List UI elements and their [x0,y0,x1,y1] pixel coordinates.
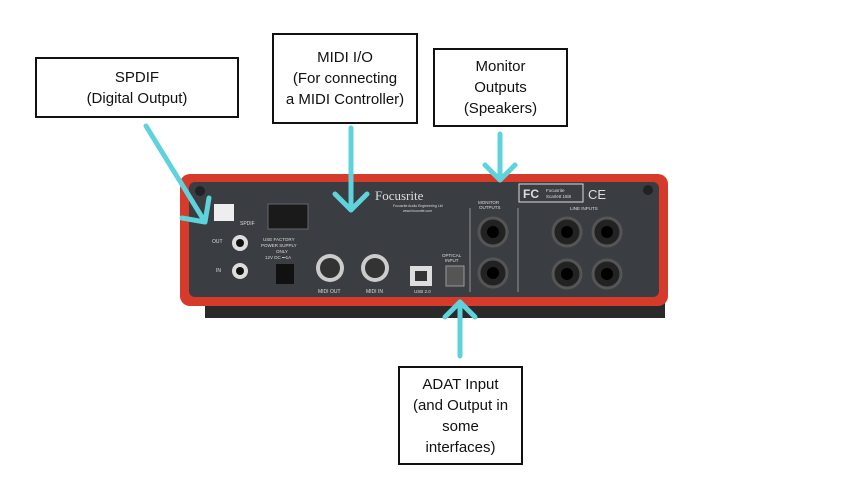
optical-label: INPUT [445,258,459,263]
callout-text: ADAT Input [422,375,499,393]
callout-text: (Speakers) [463,100,538,117]
model-text: Scarlett 18i8 [546,194,572,199]
brand-sub: Focusrite Audio Engineering Ltd [393,204,443,208]
spdif-arrow [143,123,212,225]
dc-power-jack [276,264,294,284]
out-label: OUT [212,239,223,245]
callout-text: (For connecting [292,70,398,87]
callout-monitor: Monitor Outputs (Speakers) [433,48,568,127]
adat-arrow [442,299,478,359]
midi-out-label: MIDI OUT [318,289,341,295]
screw-icon [643,185,653,195]
kensington-lock-icon [214,204,234,221]
power-text: USE FACTORY [263,237,295,242]
usb-label: USB 2.0 [414,289,431,294]
callout-adat: ADAT Input (and Output in some interface… [398,366,523,465]
monitor-label: MONITOR [478,200,500,205]
brand-logo: Focusrite [375,188,424,203]
in-label: IN [216,268,221,274]
spdif-label: SPDIF [240,221,255,227]
callout-midi: MIDI I/O (For connecting a MIDI Controll… [272,33,418,124]
fc-badge [518,183,584,203]
brand-url: www.focusrite.com [403,209,432,213]
callout-text: some [442,417,479,435]
ce-mark: CE [588,187,606,202]
screw-icon [195,186,205,196]
callout-text: (and Output in [412,396,509,414]
callout-text: Monitor [475,58,526,75]
callout-text: a MIDI Controller) [285,91,405,108]
power-text: 12V DC ⎓1A [265,255,291,260]
callout-text: interfaces) [425,438,496,456]
callout-text: Outputs [474,79,527,96]
callout-text: (Digital Output) [86,89,188,107]
optical-port [445,265,465,287]
power-switch [267,203,309,230]
monitor-label: OUTPUTS [479,205,501,210]
power-text: POWER SUPPLY [261,243,297,248]
monitor-arrow [482,131,518,183]
callout-spdif: SPDIF (Digital Output) [35,57,239,118]
power-text: ONLY [276,249,288,254]
midi-in-label: MIDI IN [366,289,383,295]
callout-text: SPDIF [114,68,160,86]
model-text: Focusrite [546,188,565,193]
callout-text: MIDI I/O [317,49,373,66]
line-inputs-label: LINE INPUTS [570,206,598,211]
fc-mark: FC [523,187,539,201]
midi-arrow [332,125,370,213]
optical-label: OPTICAL [442,253,462,258]
